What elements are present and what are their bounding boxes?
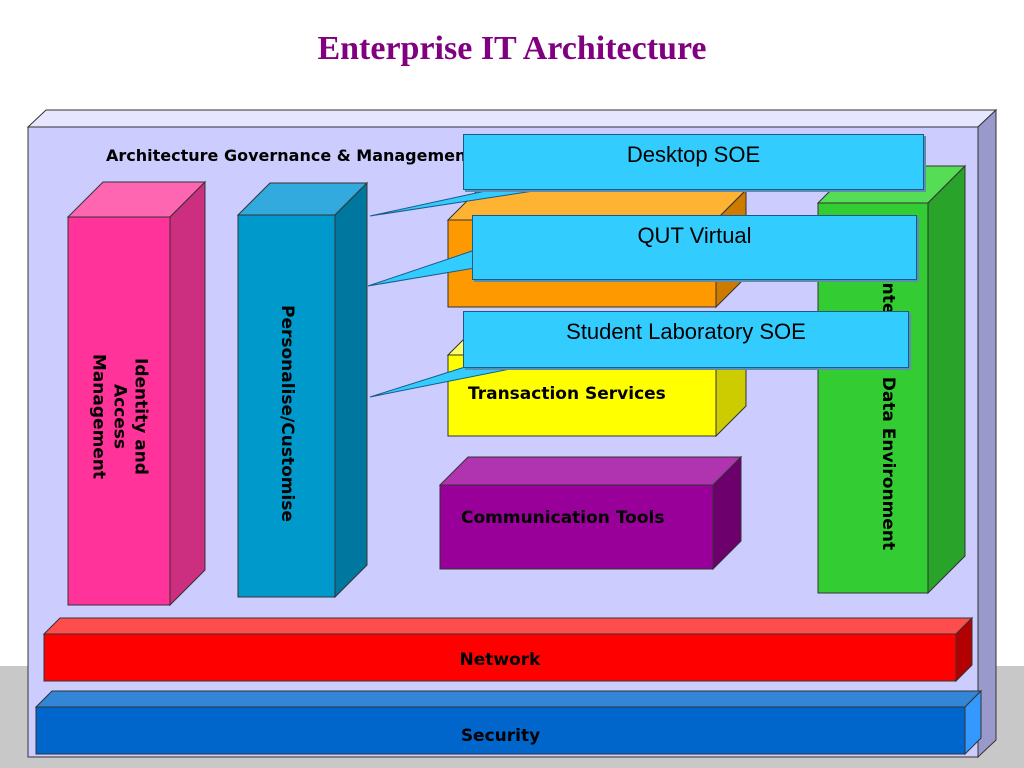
container-top: [26, 109, 998, 128]
identity-side: [169, 180, 206, 607]
network-top: [42, 617, 974, 635]
enterprise-data-label: Enterprise Data Environment: [878, 271, 898, 551]
personalise-side: [334, 181, 368, 599]
identity-label: Identity and Access Management: [88, 353, 151, 480]
page-title: Enterprise IT Architecture: [317, 30, 707, 67]
network-front: [43, 633, 957, 682]
container-side: [977, 108, 997, 759]
governance-label: Architecture Governance & Management: [106, 146, 475, 165]
communication-top: [438, 456, 743, 486]
qut-virtual-callout: QUT Virtual: [472, 215, 917, 280]
security-top: [34, 690, 983, 708]
personalise-front: [237, 214, 336, 598]
student-lab-soe-callout: Student Laboratory SOE: [463, 311, 909, 368]
security-label: Security: [460, 726, 541, 746]
communication-label: Communication Tools: [461, 508, 665, 528]
network-label: Network: [459, 650, 541, 670]
desktop-soe-callout: Desktop SOE: [463, 134, 924, 190]
transaction-label: Transaction Services: [468, 384, 666, 404]
communication-front: [439, 484, 714, 570]
desktop-callout-pointer: [369, 189, 541, 217]
identity-front: [67, 216, 171, 606]
enterprise-data-side: [927, 164, 966, 595]
personalise-label: Personalise/Customise: [277, 305, 297, 522]
security-front: [35, 706, 966, 755]
